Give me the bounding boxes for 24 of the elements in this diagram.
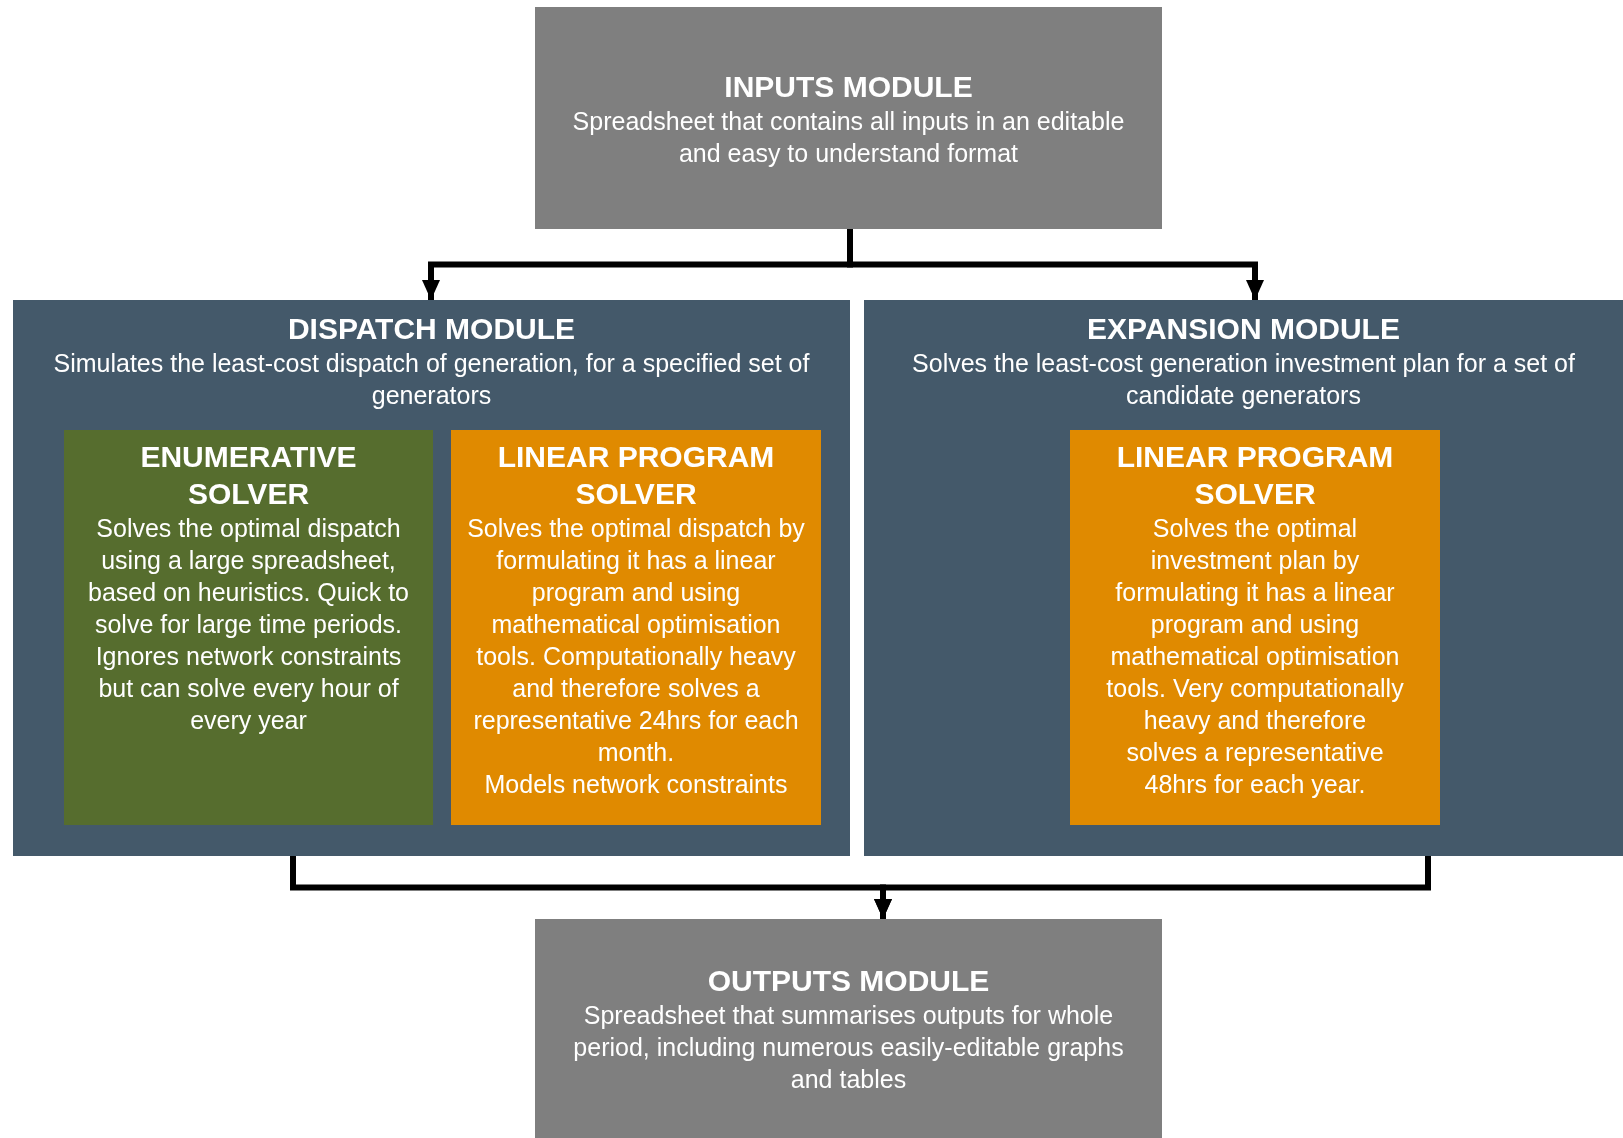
- module-heading: DISPATCH MODULE: [287, 311, 576, 347]
- module-box: [535, 7, 1162, 229]
- module-box: [535, 919, 1162, 1138]
- module-heading: OUTPUTS MODULE: [707, 963, 990, 999]
- module-heading: ENUMERATIVE SOLVER: [139, 439, 358, 512]
- module-panel: [13, 300, 850, 856]
- solver-box: [451, 430, 821, 825]
- description-text: Spreadsheet that contains all inputs in an editable and easy to understand format: [571, 105, 1126, 169]
- description-text: Simulates the least-cost dispatch of generation, for a specified set of generators: [52, 348, 811, 411]
- module-panel: [864, 300, 1623, 856]
- description-text: Solves the least-cost generation investment plan for a set of candidate generators: [911, 348, 1576, 411]
- description-text: Solves the optimal investment plan by formulating it has a linear program and using mathematical optimisation tools. Very computationally heavy and therefore solves a representative 48hrs for each year.: [1106, 513, 1404, 800]
- module-heading: LINEAR PROGRAM SOLVER: [496, 439, 776, 512]
- description-text: Models network constraints: [484, 769, 788, 800]
- module-heading: EXPANSION MODULE: [1087, 311, 1400, 347]
- description-text: Ignores network constraints but can solve every hour of every year: [94, 641, 403, 736]
- connector-arrow: [847, 229, 1264, 300]
- module-heading: LINEAR PROGRAM SOLVER: [1115, 439, 1395, 512]
- description-text: Solves the optimal dispatch using a large spreadsheet, based on heuristics. Quick to solve for large time periods.: [87, 513, 410, 640]
- module-heading: INPUTS MODULE: [724, 68, 973, 105]
- solver-box: [64, 430, 433, 825]
- description-text: Solves the optimal dispatch by formulating it has a linear program and using mathematical optimisation tools. Computationally heavy and therefore solves a representative 24hrs for each month.: [467, 513, 805, 768]
- solver-box: [1070, 430, 1440, 825]
- description-text: Spreadsheet that summarises outputs for whole period, including numerous easily-editable graphs and tables: [572, 1000, 1125, 1095]
